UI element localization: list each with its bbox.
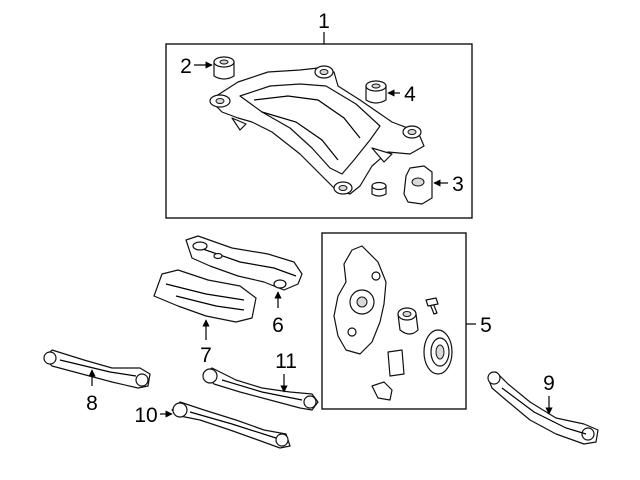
callout-3[interactable]: 3	[452, 173, 464, 196]
callout-7[interactable]: 7	[200, 344, 212, 367]
callout-9[interactable]: 9	[543, 372, 555, 395]
control-arm-part[interactable]	[185, 235, 303, 291]
lower-link-10[interactable]	[171, 401, 291, 449]
bushing-right[interactable]	[365, 80, 387, 104]
knuckle-part[interactable]	[333, 245, 387, 355]
mount-with-bushing[interactable]	[371, 165, 433, 205]
bushing-upper-left[interactable]	[213, 56, 235, 80]
subframe-part[interactable]	[209, 65, 425, 195]
shield-cover-part[interactable]	[153, 269, 257, 323]
callout-6[interactable]: 6	[272, 314, 284, 337]
callout-4[interactable]: 4	[404, 83, 416, 106]
bracket-part[interactable]	[371, 381, 393, 401]
callout-1[interactable]: 1	[318, 10, 330, 33]
callout-8[interactable]: 8	[86, 392, 98, 415]
trailing-link-9[interactable]	[487, 371, 599, 445]
knuckle-group-frame	[321, 232, 476, 410]
callout-5[interactable]: 5	[480, 314, 492, 337]
callout-10[interactable]: 10	[134, 404, 157, 427]
upper-link-11[interactable]	[202, 367, 319, 411]
bolt-part[interactable]	[425, 297, 439, 315]
wheel-hub-part[interactable]	[423, 329, 453, 375]
callout-11[interactable]: 11	[275, 350, 297, 373]
lateral-link-8[interactable]	[43, 349, 151, 389]
knuckle-bushing[interactable]	[397, 307, 419, 335]
shield-part[interactable]	[387, 349, 405, 377]
subframe-group-frame	[165, 32, 473, 219]
callout-2[interactable]: 2	[180, 55, 192, 78]
